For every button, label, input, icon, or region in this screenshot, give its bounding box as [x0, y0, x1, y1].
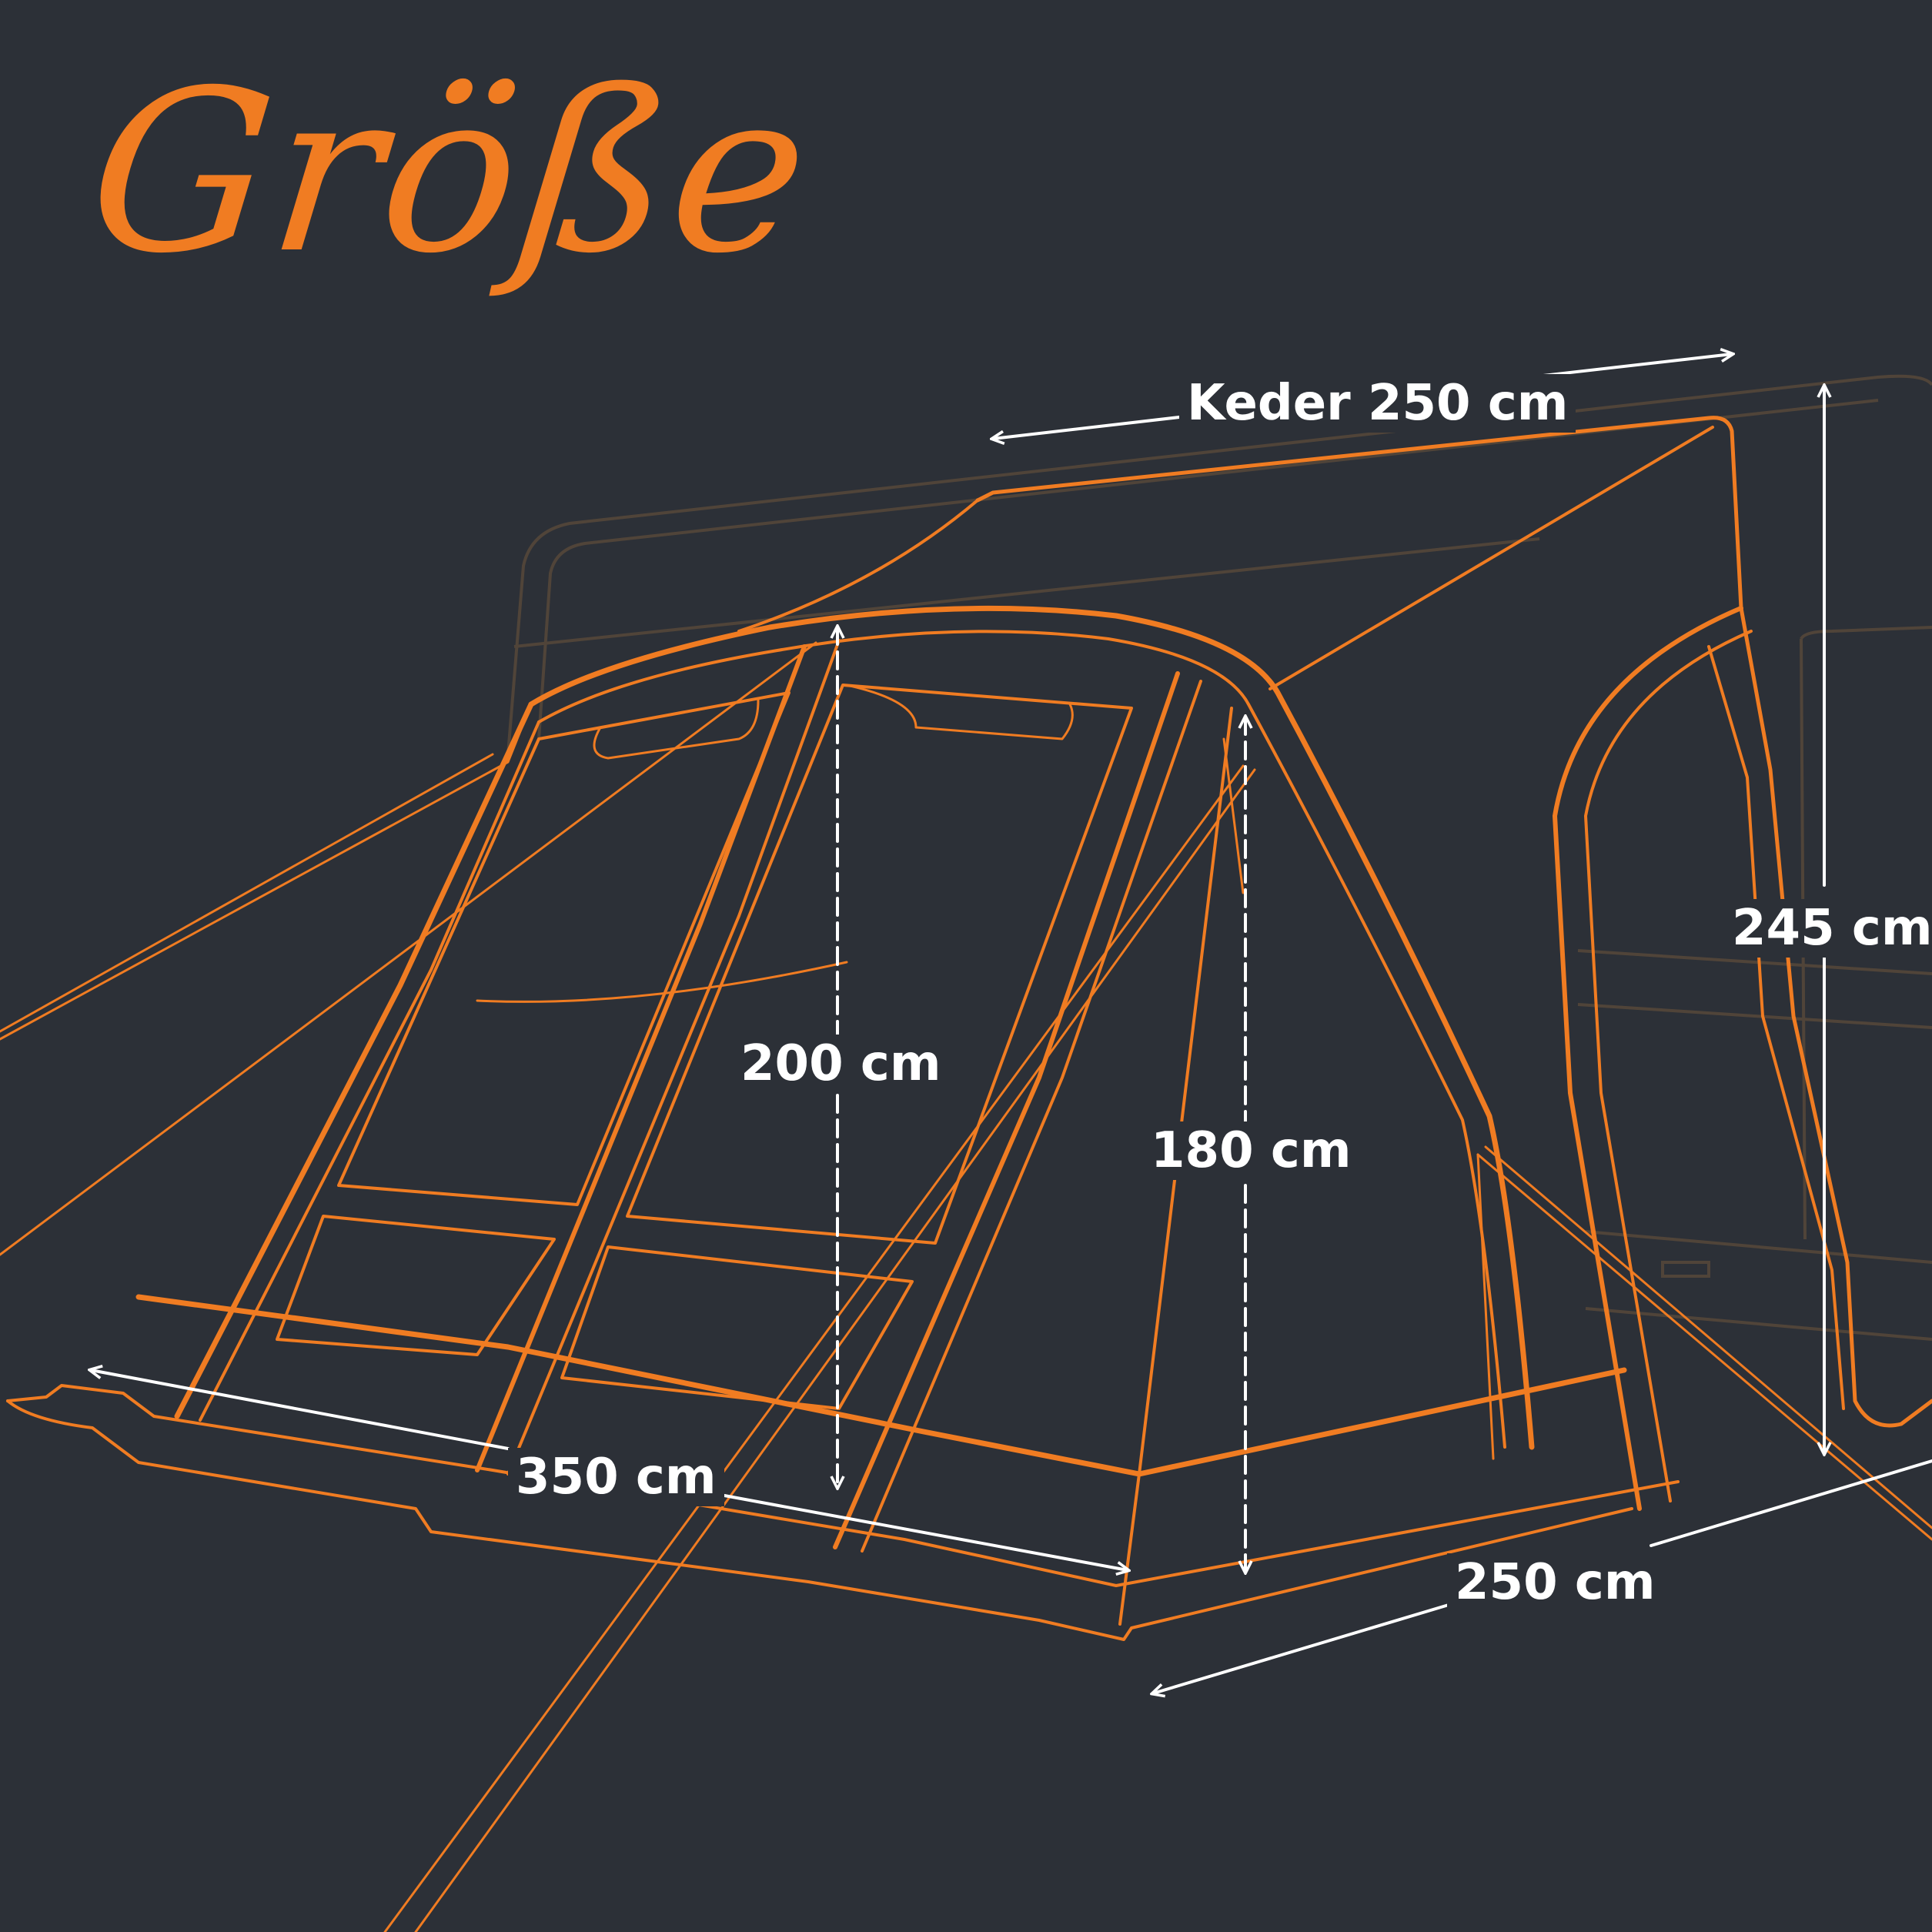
- dimension-depth-label: 250 cm: [1447, 1553, 1663, 1612]
- dimension-width-label: 350 cm: [508, 1448, 724, 1506]
- awning-outline: [0, 416, 1932, 1932]
- dim-line-350-left: [91, 1370, 510, 1450]
- dim-line-350-right: [710, 1492, 1128, 1570]
- page-title: Größe: [79, 43, 822, 303]
- dimension-lines: [91, 354, 1932, 1693]
- dim-line-250-right: [1650, 1459, 1932, 1547]
- dim-line-keder-right: [1542, 354, 1732, 377]
- dim-line-keder-left: [993, 416, 1181, 439]
- dim-line-250-left: [1153, 1603, 1450, 1693]
- dimension-keder-label: Keder 250 cm: [1179, 374, 1576, 433]
- dimension-door-height-label: 180 cm: [1143, 1121, 1359, 1180]
- dimension-side-height-label: 245 cm: [1724, 899, 1932, 958]
- dimension-front-height-label: 200 cm: [733, 1035, 949, 1093]
